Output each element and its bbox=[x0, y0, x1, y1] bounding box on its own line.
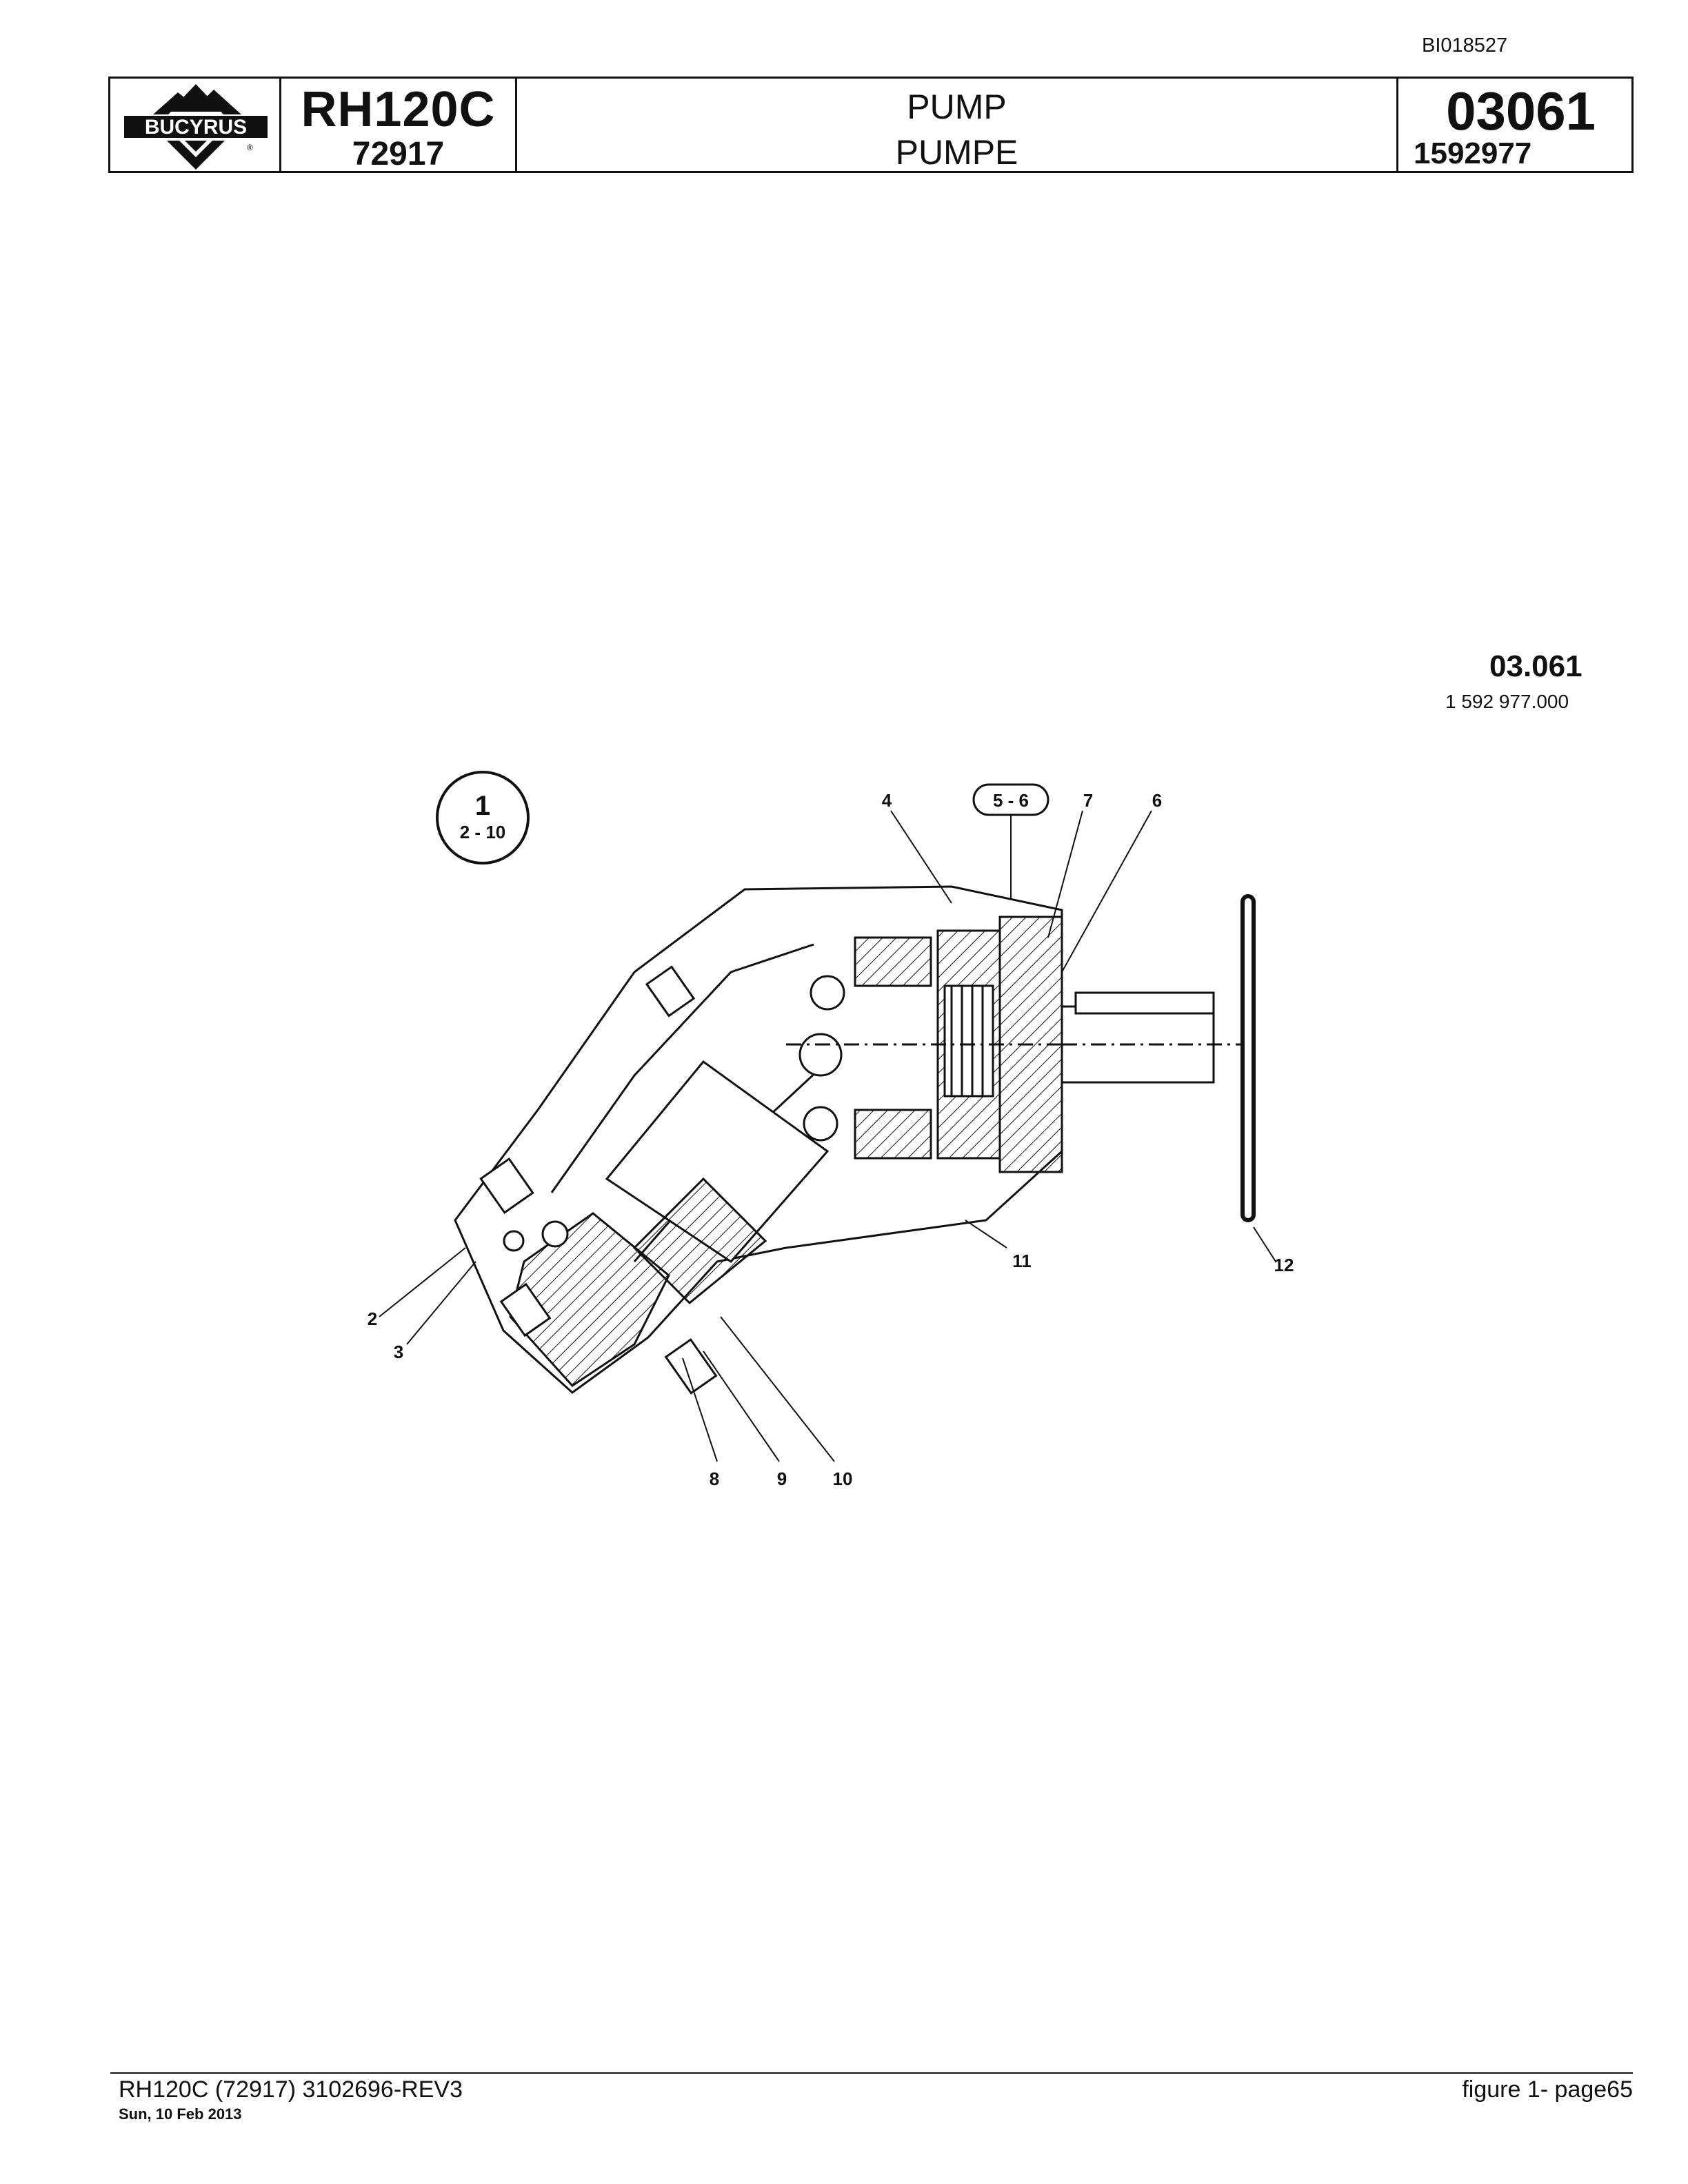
bucyrus-logo: BUCYRUS ® bbox=[124, 84, 268, 170]
logo-cell: BUCYRUS ® bbox=[110, 79, 281, 171]
callout-6: 6 bbox=[1152, 790, 1162, 811]
assembly-callout: 1 2 - 10 bbox=[436, 771, 530, 865]
figure-reference: 03.061 bbox=[1489, 649, 1582, 683]
footer-document-ref: RH120C (72917) 3102696-REV3 bbox=[119, 2076, 463, 2103]
callout-11: 11 bbox=[1012, 1251, 1032, 1271]
callout-2: 2 bbox=[368, 1308, 377, 1329]
callout-8: 8 bbox=[710, 1468, 719, 1489]
pump-exploded-drawing: 1 2 - 10 5 - 6 bbox=[368, 771, 1294, 1489]
callout-9: 9 bbox=[777, 1468, 787, 1489]
group-callout-text: 5 - 6 bbox=[993, 790, 1029, 811]
callout-3: 3 bbox=[394, 1342, 403, 1362]
pump-housing bbox=[454, 885, 1241, 1395]
machine-model: RH120C bbox=[301, 82, 496, 137]
assembly-item: 1 bbox=[475, 791, 490, 821]
title-cell: PUMP PUMPE bbox=[517, 79, 1398, 172]
machine-serial: 72917 bbox=[352, 136, 445, 172]
document-id: BI018527 bbox=[1422, 34, 1508, 57]
footer-date: Sun, 10 Feb 2013 bbox=[119, 2105, 242, 2123]
number-cell: 03061 1592977 bbox=[1398, 79, 1631, 171]
footer-page-ref: figure 1- page65 bbox=[1462, 2076, 1633, 2103]
callout-10: 10 bbox=[833, 1468, 853, 1489]
logo-text: BUCYRUS bbox=[145, 116, 247, 139]
figure-code: 1 592 977.000 bbox=[1445, 691, 1569, 712]
title-english: PUMP bbox=[907, 88, 1007, 126]
leader-lines bbox=[379, 810, 1276, 1462]
callout-4: 4 bbox=[882, 790, 892, 811]
title-block: BUCYRUS ® RH120C 72917 PUMP PUMPE 03061 … bbox=[108, 77, 1634, 173]
part-number: 1592977 bbox=[1414, 136, 1532, 170]
group-number: 03061 bbox=[1446, 81, 1596, 141]
callout-12: 12 bbox=[1274, 1255, 1294, 1275]
group-callout: 5 - 6 bbox=[972, 783, 1049, 924]
model-cell: RH120C 72917 bbox=[281, 79, 517, 172]
callout-7: 7 bbox=[1083, 790, 1093, 811]
footer-rule bbox=[110, 2072, 1633, 2074]
o-ring bbox=[1240, 894, 1256, 1222]
assembly-range: 2 - 10 bbox=[460, 822, 506, 842]
svg-text:®: ® bbox=[247, 143, 253, 152]
title-german: PUMPE bbox=[895, 133, 1018, 172]
